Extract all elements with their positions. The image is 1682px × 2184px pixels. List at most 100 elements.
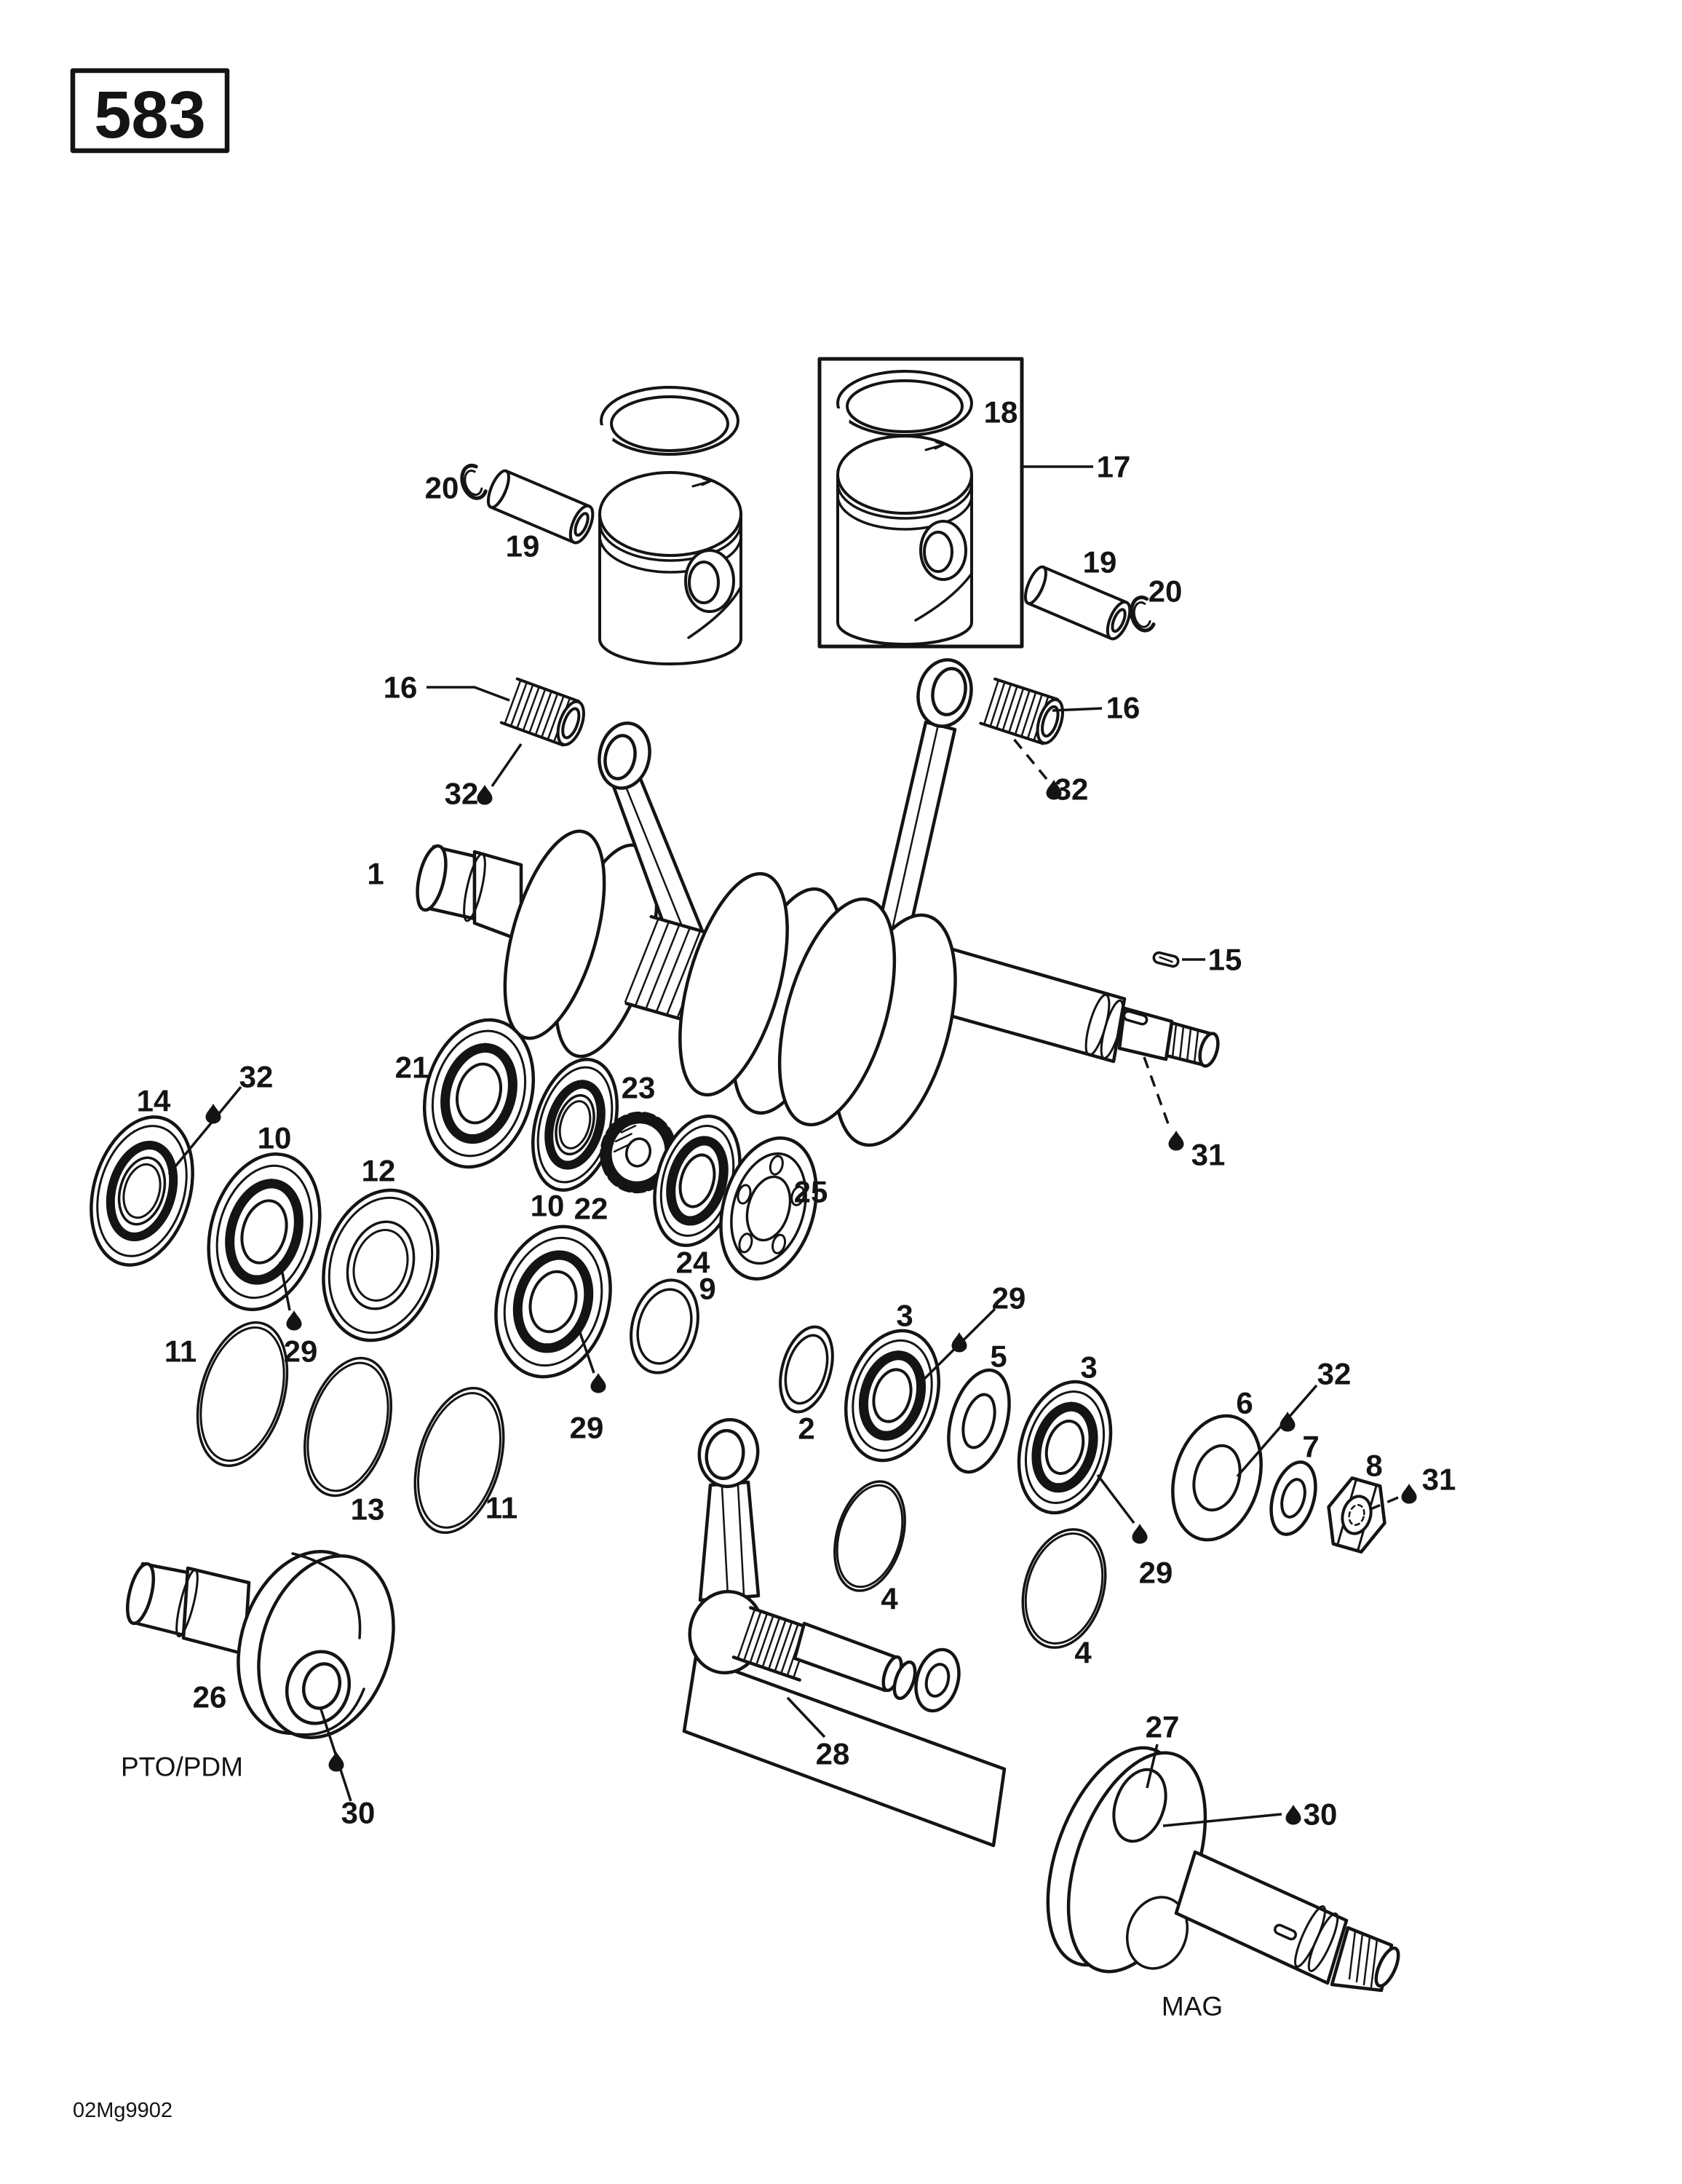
part-number-label: 27: [1146, 1710, 1180, 1744]
oil-drop-icon: [1046, 780, 1062, 800]
leader-line: [427, 686, 510, 702]
part-number-label: 3: [896, 1299, 913, 1333]
ring-2: [771, 1321, 842, 1418]
part-number-label: 29: [992, 1281, 1026, 1315]
callout-32: 32: [445, 743, 523, 811]
callout-3: 3: [896, 1299, 913, 1333]
part-number-label: 32: [239, 1060, 274, 1094]
callout-10: 10: [531, 1189, 565, 1223]
callout-28: 28: [786, 1696, 850, 1771]
leader-line: [1096, 1473, 1135, 1524]
oil-drop-icon: [286, 1310, 302, 1331]
callout-29: 29: [918, 1281, 1026, 1385]
part-number-label: 32: [1317, 1357, 1352, 1391]
leader-line: [1143, 1056, 1172, 1131]
crown-arrow-icon: [691, 477, 712, 488]
part-number-label: 30: [1304, 1797, 1338, 1832]
part-number-label: 21: [395, 1051, 429, 1085]
bearing-3b: [1004, 1371, 1125, 1524]
piston-assembly-box: [817, 357, 1024, 649]
leader-line: [1052, 707, 1103, 712]
callout-4: 4: [1074, 1636, 1092, 1670]
crankshaft: [416, 658, 1220, 1147]
part-number-label: 32: [1055, 772, 1089, 807]
washer-5: [938, 1363, 1020, 1479]
bearing-10b: [479, 1213, 627, 1390]
oil-drop-icon: [477, 785, 493, 805]
callout-29: 29: [570, 1326, 606, 1445]
model-number: 583: [94, 78, 206, 152]
hex-nut-8: [1327, 1476, 1387, 1554]
part-number-label: 28: [816, 1737, 850, 1771]
part-number-label: 20: [1149, 574, 1183, 609]
part-number-label: 10: [258, 1121, 292, 1155]
part-number-label: 7: [1302, 1430, 1319, 1464]
leader-line: [1236, 1384, 1318, 1478]
leader-line: [576, 1326, 595, 1374]
circlip-left: [460, 463, 488, 500]
part-number-label: 31: [1422, 1463, 1456, 1497]
mag-label: MAG: [1162, 1992, 1223, 2022]
callout-18: 18: [984, 395, 1018, 430]
part-number-label: 19: [506, 529, 540, 563]
part-number-label: 25: [794, 1175, 828, 1209]
part-number-label: 20: [425, 471, 459, 505]
part-number-label: 4: [881, 1582, 898, 1616]
callout-30: 30: [1162, 1797, 1338, 1832]
part-number-label: 16: [1106, 691, 1140, 725]
callout-23: 23: [622, 1071, 656, 1105]
callout-17: 17: [1023, 450, 1130, 484]
part-number-label: 10: [531, 1189, 565, 1223]
bearing-10a: [191, 1141, 337, 1323]
callout-5: 5: [990, 1340, 1007, 1374]
callout-20: 20: [1149, 574, 1183, 609]
woodruff-key: [1152, 951, 1180, 968]
crankshaft-pto-end: [929, 944, 1220, 1068]
piston-right: [836, 435, 973, 646]
needle-bearing-left: [499, 677, 585, 747]
callout-26: 26: [193, 1680, 227, 1714]
callout-2: 2: [798, 1412, 814, 1446]
piston-pin-left: [486, 469, 595, 545]
callout-32: 32: [1236, 1357, 1352, 1478]
callout-31: 31: [1365, 1463, 1456, 1513]
pto-half-crankshaft: [125, 1550, 395, 1739]
part-number-label: 32: [445, 777, 479, 811]
leader-line: [167, 1085, 242, 1176]
callout-31: 31: [1143, 1056, 1226, 1172]
part-number-label: 24: [676, 1246, 710, 1280]
oil-drop-icon: [205, 1104, 221, 1124]
part-number-label: 2: [798, 1412, 814, 1446]
leader-line: [1162, 1813, 1282, 1827]
part-number-label: 13: [351, 1492, 385, 1527]
part-number-label: 17: [1097, 450, 1131, 484]
leader-line: [491, 743, 523, 787]
part-number-label: 16: [384, 670, 418, 705]
pto-pdm-label: PTO/PDM: [121, 1752, 243, 1782]
callout-19: 19: [1083, 545, 1117, 579]
piston-ring-left: [590, 386, 739, 456]
callout-6: 6: [1236, 1386, 1253, 1420]
callout-14: 14: [137, 1084, 171, 1118]
callout-13: 13: [351, 1492, 385, 1527]
callout-7: 7: [1302, 1430, 1319, 1464]
callout-3: 3: [1080, 1350, 1097, 1385]
thrust-washer-6: [1159, 1405, 1274, 1550]
part-number-label: 14: [137, 1084, 171, 1118]
part-number-label: 19: [1083, 545, 1117, 579]
part-number-label: 31: [1191, 1138, 1226, 1172]
o-ring-13: [290, 1348, 405, 1506]
oil-drop-icon: [1168, 1131, 1184, 1151]
lock-washer-7: [1264, 1457, 1323, 1539]
callout-24: 24: [676, 1246, 710, 1280]
callout-20: 20: [425, 471, 459, 505]
model-badge-box: [70, 68, 230, 154]
oil-drop-icon: [1132, 1524, 1148, 1544]
callout-12: 12: [362, 1154, 396, 1188]
callout-1: 1: [367, 857, 384, 891]
piston-left: [598, 471, 742, 665]
oil-drop-icon: [1280, 1412, 1296, 1432]
oil-drop-icon: [590, 1373, 606, 1393]
callout-25: 25: [794, 1175, 828, 1209]
